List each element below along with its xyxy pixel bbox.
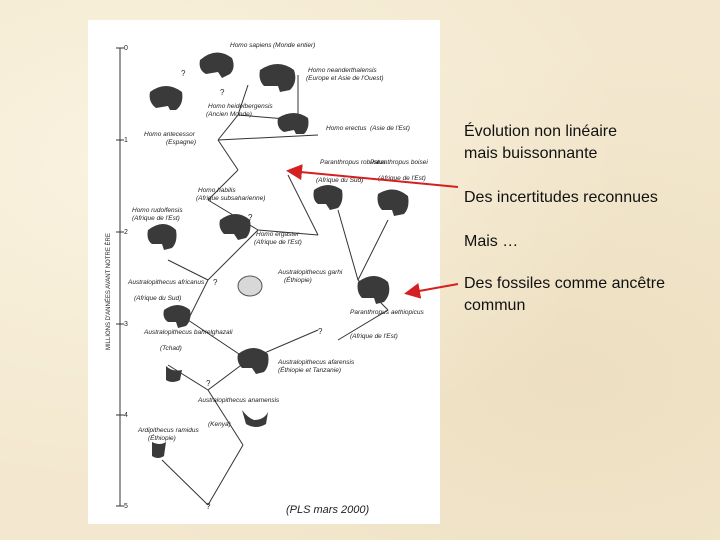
note-mais: Mais … [464, 233, 519, 250]
species-region: (Afrique du Sud) [316, 177, 363, 184]
species-region: (Kenya) [208, 421, 231, 428]
evolution-tree-figure: 0 1 2 3 4 5 MILLIONS D'ANNÉES AVANT NOTR… [88, 20, 440, 524]
species-region: (Tchad) [160, 345, 182, 352]
species-labels: Homo sapiens (Monde entier) Homo neander… [127, 42, 428, 442]
skull-icon [237, 275, 263, 297]
species-region: (Éthiopie et Tanzanie) [278, 365, 341, 374]
species-label: Homo heidelbergensis [208, 103, 273, 110]
note-evolution-line2: mais buissonnante [464, 145, 598, 162]
skull-icon [199, 52, 234, 78]
species-label: Australopithecus bahrelghazali [143, 329, 233, 336]
skull-icon [147, 224, 177, 250]
species-region: (Éthiopie) [148, 433, 176, 442]
question-mark: ? [213, 278, 218, 287]
species-label: Homo erectus [326, 125, 367, 132]
note-evolution-line1: Évolution non linéaire [464, 123, 617, 140]
species-region: (Afrique de l'Est) [350, 333, 398, 340]
species-region: (Afrique subsaharienne) [196, 195, 265, 202]
uncertainty-marks: ? ? ? ? ? ? ? [181, 69, 323, 511]
species-region: (Ancien Monde) [206, 111, 252, 118]
species-label: Australopithecus africanus [127, 279, 205, 286]
species-label: Paranthropus aethiopicus [350, 309, 424, 316]
question-mark: ? [206, 379, 211, 388]
species-region: (Afrique du Sud) [134, 295, 181, 302]
species-label: Homo antecessor [144, 131, 196, 138]
skull-icon [377, 189, 409, 216]
species-region: (Espagne) [166, 139, 196, 146]
skull-icons [147, 52, 409, 458]
species-label: Australopithecus garhi [277, 269, 343, 276]
skull-icon [313, 185, 343, 210]
species-region: (Afrique de l'Est) [132, 215, 180, 222]
skull-icon [242, 410, 268, 427]
skull-icon [166, 366, 182, 382]
species-label: Paranthropus boisei [370, 159, 428, 166]
skull-icon [149, 86, 183, 110]
skull-icon [237, 348, 269, 374]
evolution-tree-diagram: 0 1 2 3 4 5 MILLIONS D'ANNÉES AVANT NOTR… [105, 42, 428, 511]
question-mark: ? [206, 502, 211, 511]
species-label: Homo ergaster [256, 231, 300, 238]
tick-label: 4 [124, 412, 128, 419]
skull-icon [277, 113, 309, 134]
question-mark: ? [181, 69, 186, 78]
species-region: (Asie de l'Est) [370, 125, 410, 132]
species-label: Australopithecus anamensis [197, 397, 280, 404]
species-region: (Monde entier) [273, 42, 315, 49]
tick-label: 1 [124, 137, 128, 144]
species-label: Homo sapiens [230, 42, 272, 49]
arrow-to-incertitudes [286, 164, 459, 188]
question-mark: ? [248, 213, 253, 222]
species-label: Ardipithecus ramidus [137, 427, 199, 434]
skull-icon [152, 442, 166, 458]
skull-icon [259, 64, 296, 92]
axis-ticks [116, 47, 124, 507]
skull-icon [357, 276, 390, 304]
species-region: (Afrique de l'Est) [254, 239, 302, 246]
species-label: Paranthropus robustus [320, 159, 387, 166]
tick-label: 3 [124, 321, 128, 328]
tick-label: 0 [124, 45, 128, 52]
question-mark: ? [220, 88, 225, 97]
question-mark: ? [318, 327, 323, 336]
skull-icon [163, 305, 191, 328]
species-region: (Éthiopie) [284, 275, 312, 284]
species-label: Homo rudolfensis [132, 207, 183, 214]
species-region: (Europe et Asie de l'Ouest) [306, 75, 384, 82]
tick-label: 2 [124, 229, 128, 236]
axis-label: MILLIONS D'ANNÉES AVANT NOTRE ÈRE [105, 233, 112, 350]
figure-caption: (PLS mars 2000) [286, 504, 370, 516]
skull-icon [219, 214, 251, 240]
species-label: Homo habilis [198, 187, 236, 194]
arrow-to-ancetre [404, 283, 459, 299]
species-label: Australopithecus afarensis [277, 359, 355, 366]
tick-label: 5 [124, 503, 128, 510]
species-label: Homo neanderthalensis [308, 67, 377, 74]
species-region: (Afrique de l'Est) [378, 175, 426, 182]
note-fossiles-line1: Des fossiles comme ancêtre [464, 275, 665, 292]
note-incertitudes: Des incertitudes reconnues [464, 189, 658, 206]
note-fossiles-line2: commun [464, 297, 526, 314]
